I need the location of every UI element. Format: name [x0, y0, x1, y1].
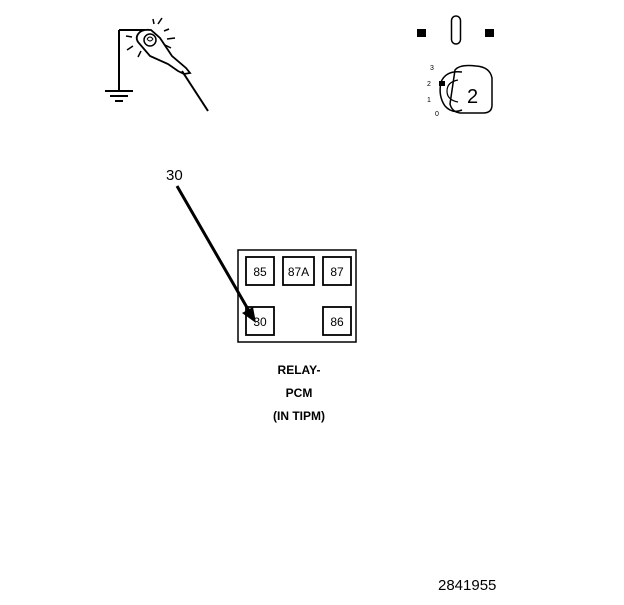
relay-pin-87: 87 [322, 256, 352, 286]
pin-label-87a: 87A [288, 265, 309, 279]
ignition-position-3: 3 [430, 65, 434, 72]
ignition-position-1: 1 [427, 97, 431, 104]
figure-id: 2841955 [438, 577, 496, 594]
ignition-key-icon: 3 2 1 0 2 [417, 15, 494, 118]
relay-pin-86: 86 [322, 306, 352, 336]
relay-pin-87a: 87A [282, 256, 315, 286]
relay-title-line-3: (IN TIPM) [273, 409, 325, 423]
relay-pin-30: 30 [245, 306, 275, 336]
ignition-position-2: 2 [427, 81, 431, 88]
relay-pin-85: 85 [245, 256, 275, 286]
test-light-probe-icon [105, 17, 209, 112]
pin-label-85: 85 [253, 265, 267, 279]
relay-connector: 85 87A 87 30 86 [237, 249, 357, 343]
relay-title-line-2: PCM [286, 386, 313, 400]
callout-label: 30 [166, 167, 183, 184]
ground-symbol-icon [105, 30, 133, 102]
key-position-label: 2 [467, 86, 478, 108]
relay-title-line-1: RELAY- [278, 363, 321, 377]
ignition-position-0: 0 [435, 111, 439, 118]
pin-label-30: 30 [253, 315, 267, 329]
relay-title: RELAY- PCM (IN TIPM) [273, 363, 325, 423]
pin-label-86: 86 [330, 315, 344, 329]
pin-label-87: 87 [330, 265, 344, 279]
callout-arrow: 30 [166, 167, 256, 323]
relay-housing [237, 249, 357, 343]
